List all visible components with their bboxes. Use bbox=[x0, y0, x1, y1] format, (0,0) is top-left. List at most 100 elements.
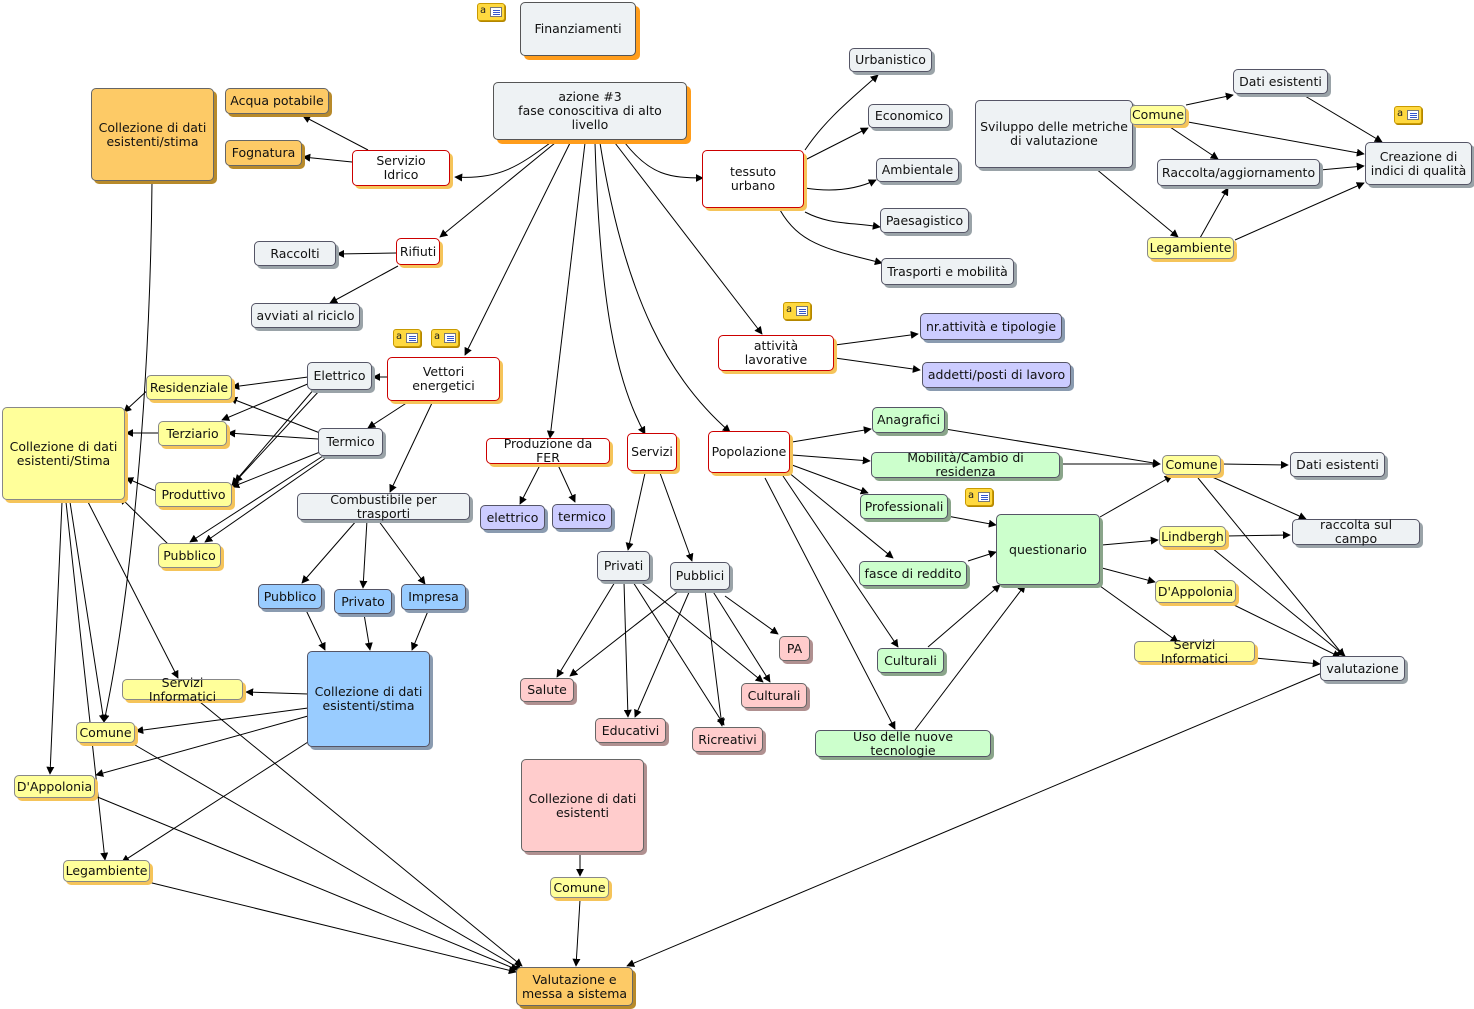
edge bbox=[804, 127, 869, 161]
node-sviluppo-metriche[interactable]: Sviluppo delle metriche di valutazione bbox=[975, 100, 1133, 168]
node-raccolta-aggiornamento[interactable]: Raccolta/aggiornamento bbox=[1157, 159, 1320, 186]
edge bbox=[637, 579, 764, 683]
edge bbox=[724, 595, 779, 635]
node-comune-bottom[interactable]: Comune bbox=[550, 877, 609, 898]
node-valutazione[interactable]: valutazione bbox=[1320, 656, 1405, 681]
node-comune-right[interactable]: Comune bbox=[1162, 455, 1221, 475]
node-collezione-orange[interactable]: Collezione di dati esistenti/stima bbox=[91, 88, 214, 181]
node-legambiente-top[interactable]: Legambiente bbox=[1147, 237, 1234, 259]
node-raccolti[interactable]: Raccolti bbox=[254, 241, 336, 266]
edge bbox=[519, 464, 541, 505]
node-termico[interactable]: Termico bbox=[318, 428, 383, 456]
node-residenziale[interactable]: Residenziale bbox=[146, 375, 232, 400]
node-mobilita-cambio[interactable]: Mobilità/Cambio di residenza bbox=[871, 451, 1060, 479]
node-collezione-blue[interactable]: Collezione di dati esistenti/stima bbox=[307, 651, 430, 747]
edge bbox=[791, 426, 872, 443]
node-addetti[interactable]: addetti/posti di lavoro bbox=[922, 362, 1071, 388]
node-creazione-indici[interactable]: Creazione di indici di qualità bbox=[1365, 142, 1472, 185]
edge bbox=[1299, 92, 1383, 143]
node-elettrico-fer[interactable]: elettrico bbox=[480, 505, 545, 530]
node-azione-3[interactable]: azione #3 fase conoscitiva di alto livel… bbox=[493, 82, 687, 140]
node-elettrico[interactable]: Elettrico bbox=[307, 362, 372, 390]
node-dappolonia-right[interactable]: D'Appolonia bbox=[1155, 580, 1236, 603]
node-pa[interactable]: PA bbox=[779, 636, 810, 661]
node-termico-fer[interactable]: termico bbox=[552, 504, 612, 529]
node-ambientale[interactable]: Ambientale bbox=[876, 158, 959, 182]
node-paesagistico[interactable]: Paesagistico bbox=[880, 208, 969, 233]
node-pubblico-blue[interactable]: Pubblico bbox=[258, 584, 322, 609]
node-avviati-riciclo[interactable]: avviati al riciclo bbox=[251, 303, 360, 328]
node-lindbergh[interactable]: Lindbergh bbox=[1159, 526, 1226, 547]
edge bbox=[1185, 92, 1234, 106]
edge bbox=[1225, 531, 1291, 540]
node-popolazione[interactable]: Popolazione bbox=[708, 431, 790, 473]
node-anagrafici[interactable]: Anagrafici bbox=[872, 407, 945, 433]
node-servizi-informatici-right[interactable]: Servizi Informatici bbox=[1134, 637, 1255, 665]
edge bbox=[147, 881, 517, 975]
edge bbox=[134, 744, 523, 971]
node-legambiente-left[interactable]: Legambiente bbox=[63, 860, 150, 882]
edge bbox=[1234, 182, 1365, 241]
node-raccolta-campo[interactable]: raccolta sul campo bbox=[1292, 518, 1420, 546]
edge bbox=[557, 464, 576, 503]
node-impresa-blue[interactable]: Impresa bbox=[401, 584, 466, 610]
node-produttivo[interactable]: Produttivo bbox=[155, 482, 232, 507]
edge bbox=[791, 464, 869, 495]
node-collezione-yellow[interactable]: Collezione di dati esistenti/Stima bbox=[2, 407, 125, 500]
node-ricreativi[interactable]: Ricreativi bbox=[692, 727, 763, 752]
node-finanziamenti[interactable]: Finanziamenti bbox=[520, 2, 636, 56]
node-dati-esistenti-top[interactable]: Dati esistenti bbox=[1233, 69, 1328, 94]
edge bbox=[363, 613, 373, 651]
node-servizio-idrico[interactable]: Servizio Idrico bbox=[352, 150, 450, 186]
node-pubblico-yellow[interactable]: Pubblico bbox=[158, 543, 221, 568]
node-salute[interactable]: Salute bbox=[520, 678, 574, 702]
node-culturali-pink[interactable]: Culturali bbox=[741, 683, 807, 708]
node-comune-top[interactable]: Comune bbox=[1130, 105, 1186, 125]
node-privato-blue[interactable]: Privato bbox=[334, 589, 392, 614]
edge bbox=[301, 519, 358, 584]
node-collezione-pink[interactable]: Collezione di dati esistenti bbox=[521, 759, 644, 852]
node-privati[interactable]: Privati bbox=[597, 551, 650, 581]
node-produzione-fer[interactable]: Produzione da FER bbox=[486, 437, 610, 465]
edge bbox=[231, 387, 316, 486]
node-valutazione-sistema[interactable]: Valutazione e messa a sistema bbox=[516, 967, 633, 1006]
node-servizi-informatici-left[interactable]: Servizi Informatici bbox=[122, 675, 243, 703]
edge bbox=[632, 581, 725, 726]
node-dati-esistenti-right[interactable]: Dati esistenti bbox=[1290, 452, 1385, 477]
node-pubblici[interactable]: Pubblici bbox=[670, 562, 730, 590]
node-economico[interactable]: Economico bbox=[868, 104, 950, 128]
node-professionali[interactable]: Professionali bbox=[860, 494, 948, 519]
node-dappolonia-left[interactable]: D'Appolonia bbox=[14, 775, 95, 798]
edge bbox=[946, 515, 997, 528]
note-icon[interactable]: a bbox=[477, 3, 505, 21]
node-nr-attivita[interactable]: nr.attività e tipologie bbox=[920, 313, 1062, 340]
note-icon[interactable]: a bbox=[431, 329, 459, 347]
node-fognatura[interactable]: Fognatura bbox=[225, 140, 302, 166]
node-terziario[interactable]: Terziario bbox=[158, 421, 227, 446]
node-questionario[interactable]: questionario bbox=[996, 514, 1100, 585]
node-uso-tecnologie[interactable]: Uso delle nuove tecnologie bbox=[815, 729, 991, 757]
node-tessuto-urbano[interactable]: tessuto urbano bbox=[702, 150, 804, 208]
node-culturali-green[interactable]: Culturali bbox=[877, 648, 944, 673]
node-trasporti-mobilita[interactable]: Trasporti e mobilità bbox=[881, 258, 1014, 285]
node-rifiuti[interactable]: Rifiuti bbox=[396, 238, 440, 265]
node-attivita-lavorative[interactable]: attività lavorative bbox=[718, 335, 834, 371]
edge bbox=[304, 607, 326, 651]
note-icon[interactable]: a bbox=[965, 488, 993, 506]
node-fasce-reddito[interactable]: fasce di reddito bbox=[859, 561, 967, 586]
node-urbanistico[interactable]: Urbanistico bbox=[849, 48, 932, 72]
edge bbox=[359, 519, 368, 589]
node-vettori-energetici[interactable]: Vettori energetici bbox=[387, 357, 500, 401]
node-servizi[interactable]: Servizi bbox=[627, 433, 677, 471]
note-icon[interactable]: a bbox=[1394, 106, 1422, 124]
edge bbox=[834, 357, 921, 373]
node-comune-left[interactable]: Comune bbox=[76, 722, 135, 743]
node-combustibile-trasporti[interactable]: Combustibile per trasporti bbox=[297, 492, 470, 520]
note-icon[interactable]: a bbox=[783, 302, 811, 320]
node-educativi[interactable]: Educativi bbox=[595, 718, 666, 743]
edge bbox=[626, 672, 1323, 967]
edge bbox=[454, 142, 551, 182]
edge bbox=[231, 376, 309, 391]
node-acqua-potabile[interactable]: Acqua potabile bbox=[225, 88, 329, 114]
note-icon[interactable]: a bbox=[393, 329, 421, 347]
